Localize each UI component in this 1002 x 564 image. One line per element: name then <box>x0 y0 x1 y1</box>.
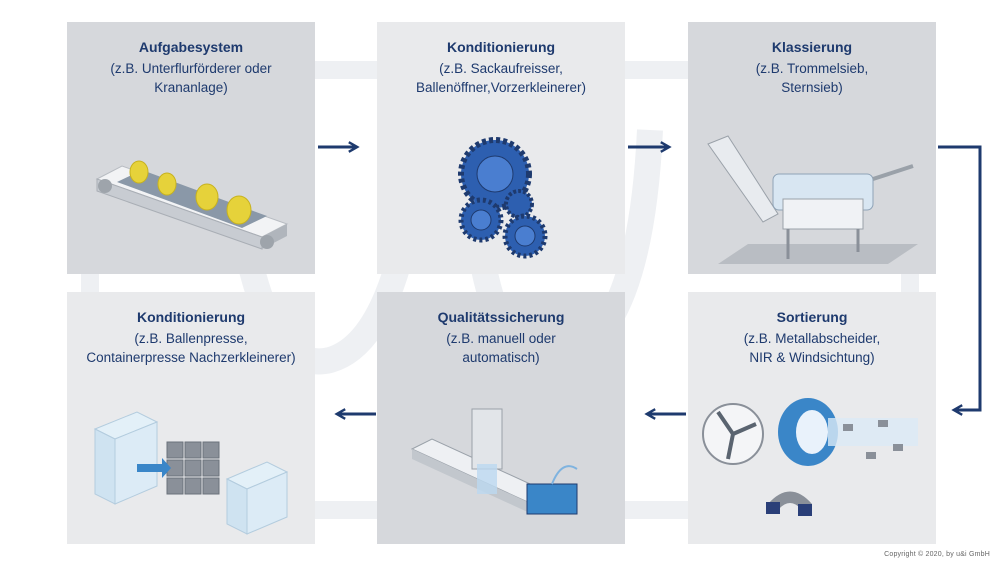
step-title: Qualitätssicherung <box>437 309 565 325</box>
step-title: Konditionierung <box>136 309 246 325</box>
step-subtitle: (z.B. Sackaufreisser, <box>439 61 563 76</box>
step-subtitle: Krananlage) <box>154 80 228 95</box>
step-konditionierung-1: Konditionierung (z.B. Sackaufreisser, Ba… <box>377 22 625 274</box>
gears-icon <box>458 137 548 259</box>
step-title: Aufgabesystem <box>138 39 244 55</box>
press-icon <box>93 411 289 535</box>
arrow-3-to-4 <box>938 145 982 416</box>
step-subtitle: (z.B. Ballenpresse, <box>134 331 248 346</box>
step-subtitle: (z.B. manuell oder <box>446 331 556 346</box>
step-subtitle: (z.B. Trommelsieb, <box>755 61 869 76</box>
step-subtitle: (z.B. Unterflurförderer oder <box>110 61 272 76</box>
step-aufgabesystem: Aufgabesystem (z.B. Unterflurförderer od… <box>67 22 315 274</box>
copyright-notice: Copyright © 2020, by u&i GmbH <box>884 551 990 558</box>
step-subtitle: Sternsieb) <box>781 80 843 95</box>
sorting-icon <box>702 398 918 516</box>
step-sortierung: Sortierung (z.B. Metallabscheider, NIR &… <box>688 292 936 544</box>
step-subtitle: Containerpresse Nachzerkleinerer) <box>86 350 296 365</box>
step-title: Konditionierung <box>446 39 556 55</box>
step-klassierung: Klassierung (z.B. Trommelsieb, Sternsieb… <box>688 22 936 274</box>
step-subtitle: NIR & Windsichtung) <box>749 350 875 365</box>
step-title: Sortierung <box>776 309 848 325</box>
step-title: Klassierung <box>771 39 853 55</box>
quality-control-icon <box>410 408 578 515</box>
step-qualitaetssicherung: Qualitätssicherung (z.B. manuell oder au… <box>377 292 625 544</box>
conveyor-icon <box>95 160 289 250</box>
step-subtitle: (z.B. Metallabscheider, <box>743 331 881 346</box>
step-konditionierung-2: Konditionierung (z.B. Ballenpresse, Cont… <box>67 292 315 544</box>
drum-screen-icon <box>707 135 918 264</box>
step-subtitle: automatisch) <box>462 350 540 365</box>
step-subtitle: Ballenöffner,Vorzerkleinerer) <box>415 80 587 95</box>
